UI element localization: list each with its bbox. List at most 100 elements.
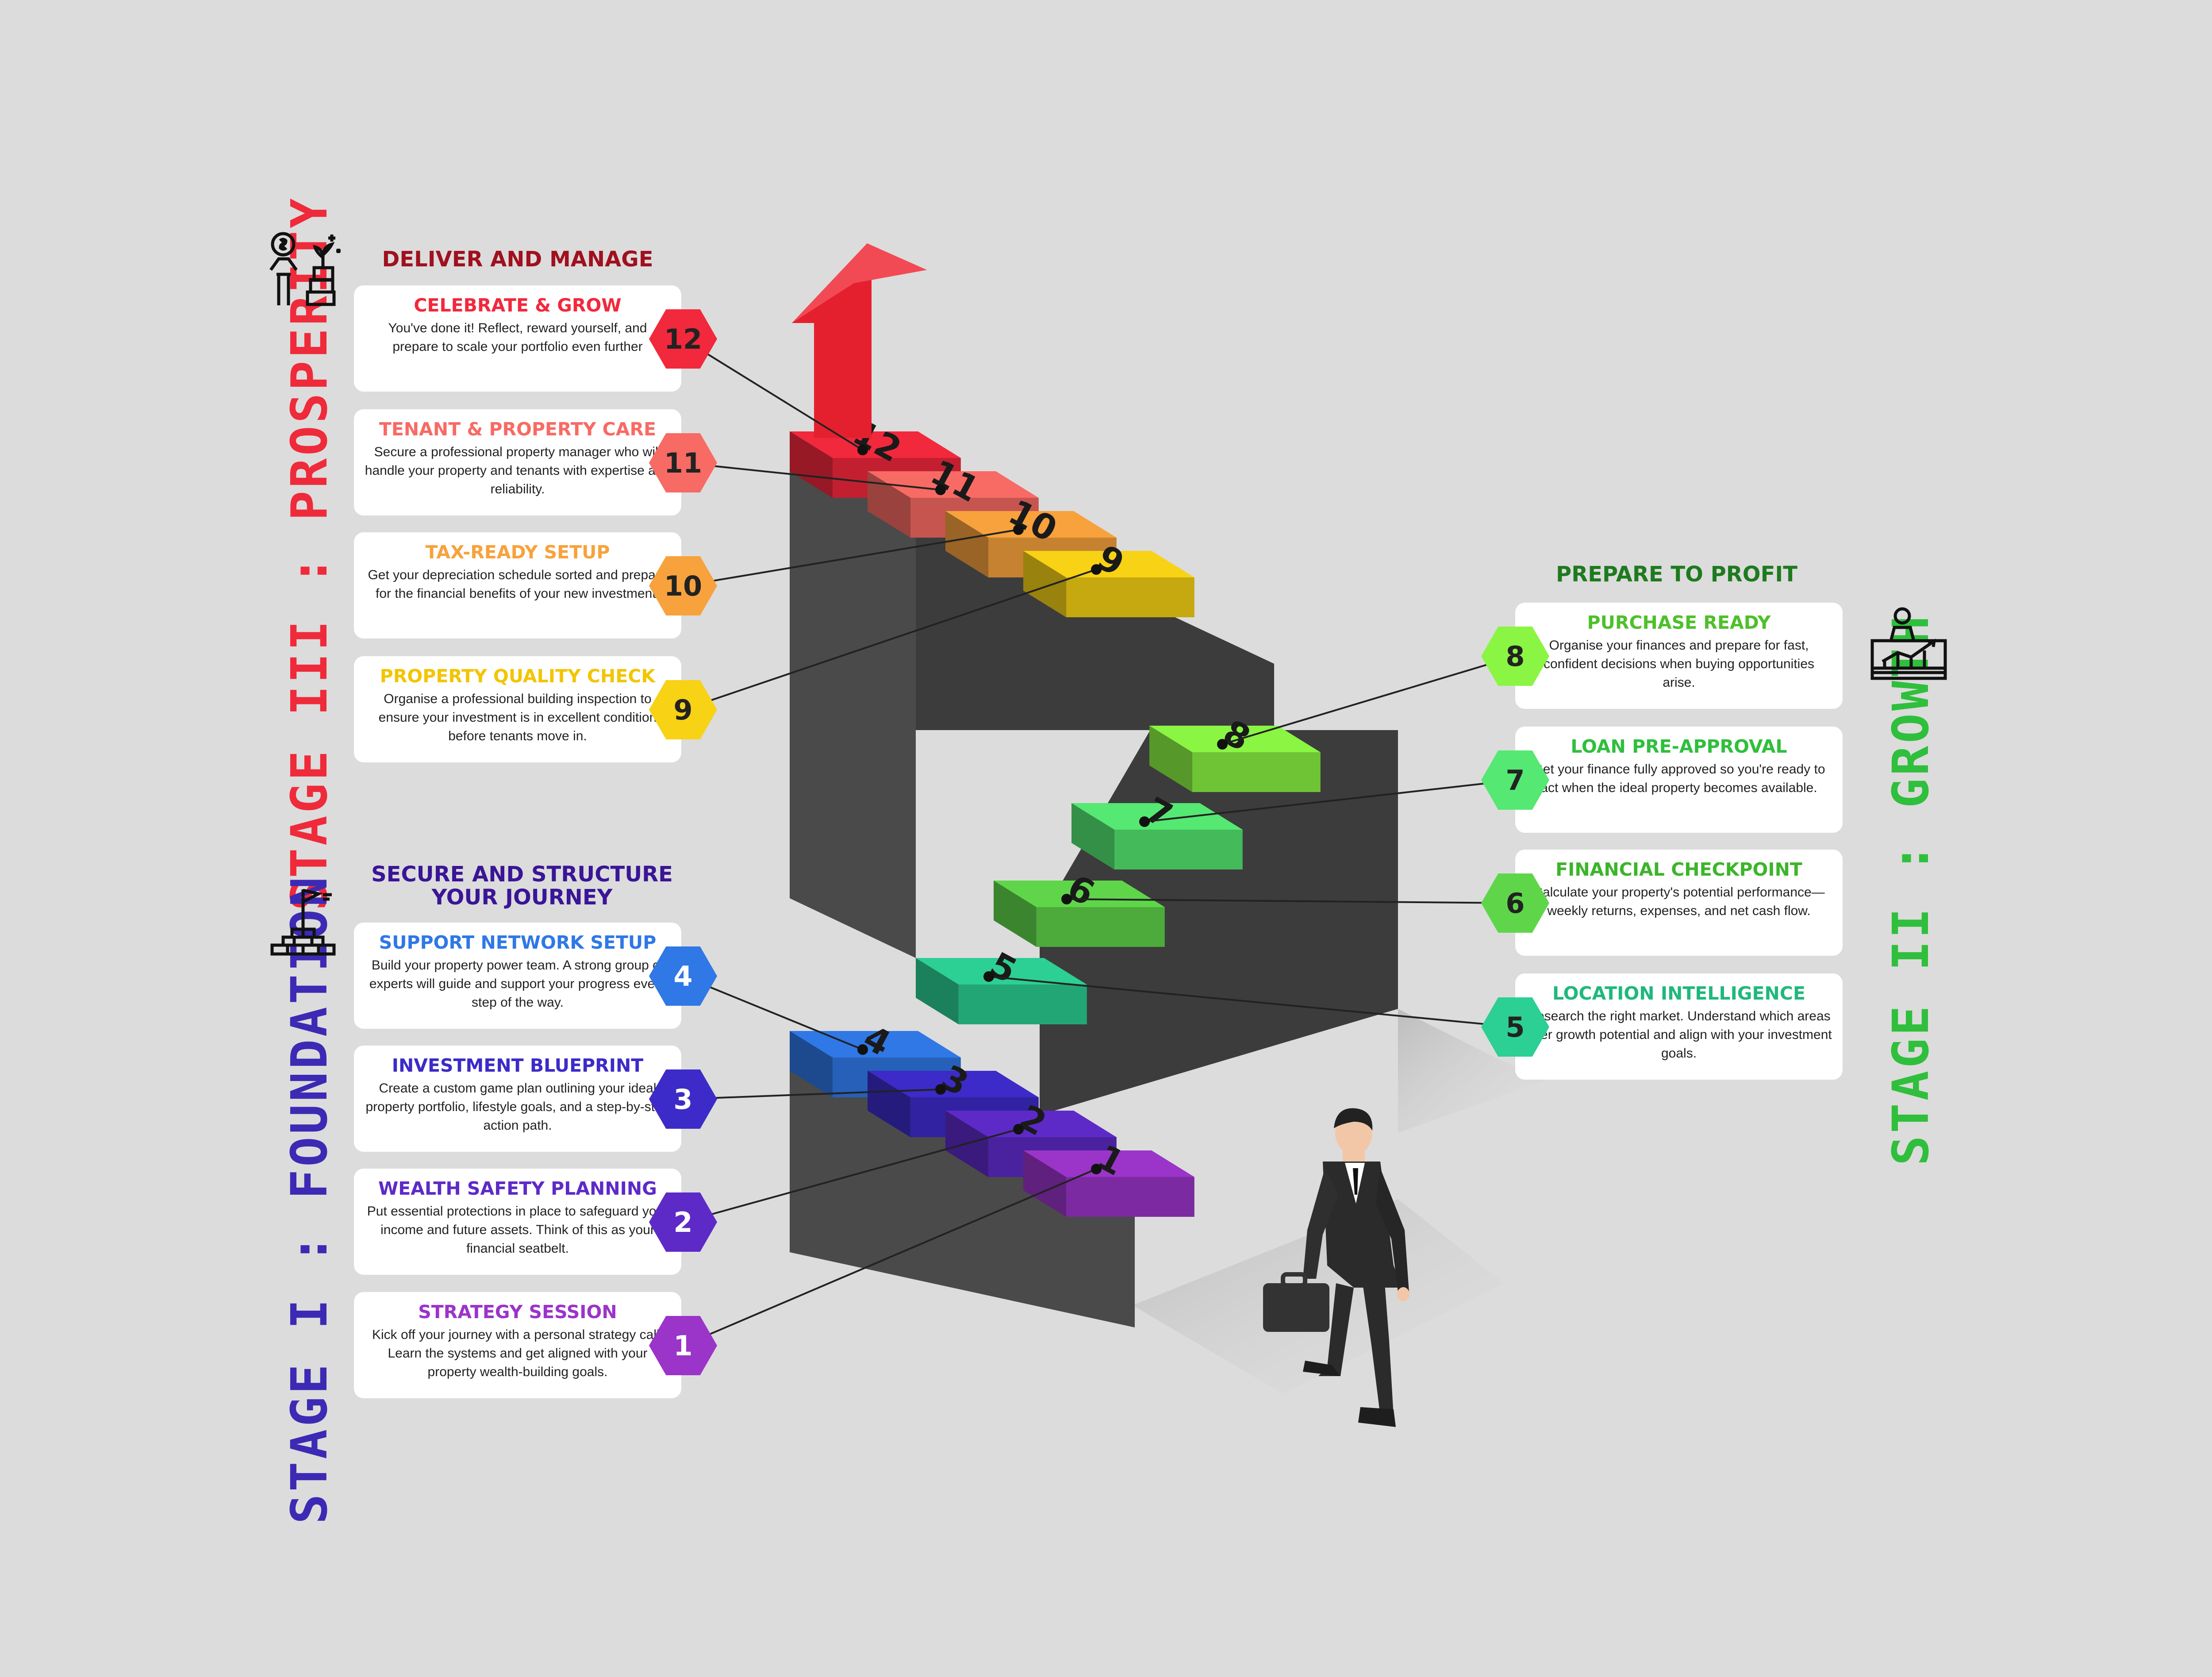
step-badge-6: 6 [1481,873,1549,933]
connector-dot-8 [1217,739,1228,750]
step-side-6 [994,881,1037,947]
step-tread-5 [916,958,1087,985]
flag-on-bricks-icon [270,889,336,956]
step-side-11 [868,471,910,538]
step-side-9 [1023,551,1066,617]
step-card-9: PROPERTY QUALITY CHECK Organise a profes… [354,656,681,762]
connector-dot-11 [935,485,946,495]
group-title-secure-line2: YOUR JOURNEY [431,885,613,910]
connector-dot-5 [983,971,994,982]
step-tread-9 [1023,551,1194,577]
step-title-6: FINANCIAL CHECKPOINT [1555,859,1802,880]
step-card-10: TAX-READY SETUP Get your depreciation sc… [354,532,681,638]
connector-line-9 [683,569,1097,711]
step-card-7: LOAN PRE-APPROVAL Get your finance fully… [1515,727,1843,833]
connector-line-6 [1066,898,1516,904]
step-badge-8: 8 [1481,627,1549,686]
group-title-prepare: PREPARE TO PROFIT [1556,562,1797,587]
step-riser-9 [1066,577,1194,617]
step-title-8: PURCHASE READY [1587,612,1771,633]
step-description-3: Create a custom game plan outlining your… [365,1081,670,1133]
connector-line-2 [683,1128,1019,1223]
step-description-9: Organise a professional building inspect… [378,692,657,743]
step-title-7: LOAN PRE-APPROVAL [1571,736,1787,757]
step-side-1 [1023,1150,1066,1217]
connector-line-12 [682,338,864,451]
connector-dot-9 [1091,564,1102,575]
step-tread-11 [868,471,1039,498]
connector-dot-12 [857,445,868,455]
step-title-12: CELEBRATE & GROW [414,295,622,316]
step-card-3: INVESTMENT BLUEPRINT Create a custom gam… [354,1046,681,1152]
step-description-11: Secure a professional property manager w… [365,445,671,496]
step-card-8: PURCHASE READY Organise your finances an… [1515,603,1843,709]
step-title-3: INVESTMENT BLUEPRINT [392,1055,644,1076]
step-tread-10 [945,511,1117,538]
connector-line-10 [683,529,1019,587]
step-side-5 [916,958,959,1024]
step-badge-7: 7 [1481,750,1549,810]
connector-dot-3 [935,1084,946,1095]
presentation-chart-icon [1870,607,1947,680]
step-title-10: TAX-READY SETUP [425,542,610,563]
step-description-8: Organise your finances and prepare for f… [1543,638,1815,690]
money-growth-icon [269,232,341,306]
connector-line-8 [1222,655,1516,745]
connector-dot-1 [1091,1164,1102,1174]
step-description-12: You've done it! Reflect, reward yourself… [388,321,647,354]
step-side-12 [790,431,833,498]
step-description-5: Research the right market. Understand wh… [1526,1009,1832,1061]
group-title-secure: SECURE AND STRUCTURE YOUR JOURNEY [363,863,681,909]
step-side-8 [1149,726,1192,792]
step-description-2: Put essential protections in place to sa… [367,1204,668,1256]
step-tread-1 [1023,1150,1194,1177]
step-riser-7 [1114,830,1243,869]
connector-dot-10 [1013,524,1024,535]
step-side-7 [1071,803,1114,869]
step-riser-1 [1066,1177,1194,1217]
step-description-4: Build your property power team. A strong… [369,958,666,1010]
step-badge-5: 5 [1481,997,1549,1057]
step-description-10: Get your depreciation schedule sorted an… [368,568,668,601]
floor-shadow [1398,1009,1548,1133]
connector-line-7 [1144,779,1516,823]
connector-line-5 [988,976,1516,1028]
connector-dot-2 [1013,1124,1024,1135]
step-description-1: Kick off your journey with a personal st… [372,1327,664,1379]
step-card-12: CELEBRATE & GROW You've done it! Reflect… [354,285,681,392]
step-title-11: TENANT & PROPERTY CARE [379,419,657,440]
step-tread-2 [945,1111,1117,1137]
group-title-deliver: DELIVER AND MANAGE [382,247,653,272]
connector-line-3 [683,1089,941,1100]
step-description-7: Get your finance fully approved so you'r… [1532,762,1825,795]
step-title-9: PROPERTY QUALITY CHECK [380,665,656,687]
step-title-2: WEALTH SAFETY PLANNING [378,1178,657,1199]
step-card-11: TENANT & PROPERTY CARE Secure a professi… [354,409,681,515]
step-card-2: WEALTH SAFETY PLANNING Put essential pro… [354,1169,681,1275]
connector-line-4 [683,975,863,1050]
step-card-5: LOCATION INTELLIGENCE Research the right… [1515,973,1843,1080]
step-card-4: SUPPORT NETWORK SETUP Build your propert… [354,923,681,1029]
businessman-icon [1263,1108,1409,1427]
step-title-4: SUPPORT NETWORK SETUP [379,932,657,953]
connector-dot-4 [857,1044,868,1055]
step-side-3 [868,1071,910,1137]
connector-dot-6 [1061,894,1072,904]
step-riser-5 [958,985,1087,1024]
step-tread-8 [1149,726,1321,752]
step-riser-6 [1036,907,1165,947]
step-side-4 [790,1031,833,1097]
step-side-10 [945,511,988,577]
step-card-1: STRATEGY SESSION Kick off your journey w… [354,1292,681,1398]
step-tread-7 [1071,803,1243,830]
up-arrow-top [792,243,927,323]
step-title-5: LOCATION INTELLIGENCE [1552,983,1805,1004]
connector-dot-7 [1139,816,1150,827]
step-riser-8 [1192,752,1321,792]
step-title-1: STRATEGY SESSION [418,1301,617,1323]
step-description-6: Calculate your property's potential perf… [1533,885,1825,918]
connector-line-1 [683,1168,1097,1346]
step-card-6: FINANCIAL CHECKPOINT Calculate your prop… [1515,850,1843,956]
connector-line-11 [683,462,941,491]
